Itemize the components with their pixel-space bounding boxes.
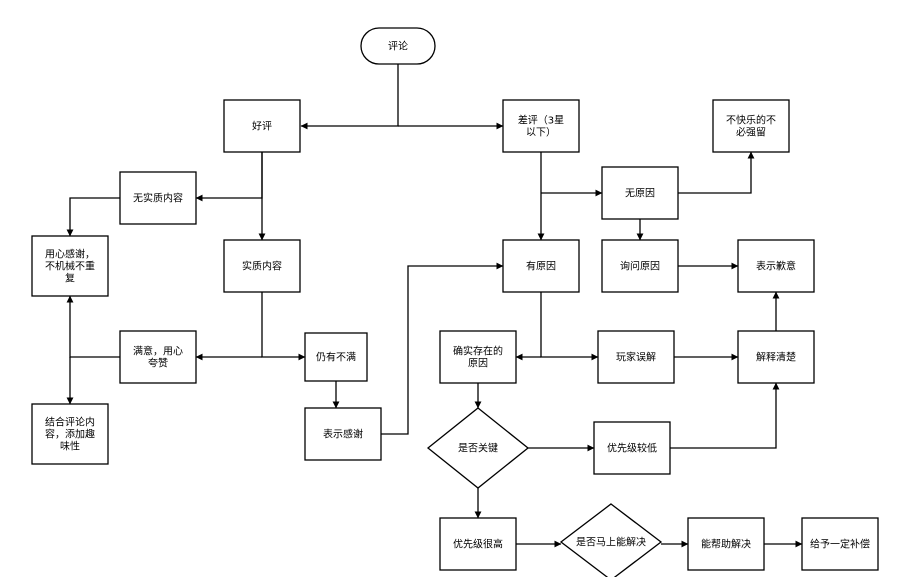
node-label: 无实质内容 [133,192,183,205]
node-label: 仍有不满 [316,351,356,364]
process-box [119,330,197,384]
process-box [737,330,815,384]
process-box [223,99,301,153]
process-box [119,171,197,225]
node-can-solve-now[interactable]: 是否马上能解决 [559,503,663,577]
node-label: 解释清楚 [756,351,796,364]
node-label: 实质内容 [242,260,282,273]
process-box [502,239,580,293]
edge-no-substance-to-thank [66,197,120,237]
process-box [223,239,301,293]
node-label: 确实存在的原因 [453,345,503,370]
node-label: 能帮助解决 [701,538,751,551]
node-label: 满意，用心夸赞 [133,345,183,370]
edge-comment-to-good [300,64,399,130]
edges-layer [66,64,803,548]
node-label: 是否关键 [458,442,498,455]
decision-diamond [426,407,530,489]
node-label: 优先级很高 [453,538,503,551]
node-label: 给予一定补偿 [810,538,870,551]
node-label: 表示感谢 [323,428,363,441]
node-ask-reason[interactable]: 询问原因 [601,239,679,293]
node-label: 好评 [252,121,272,133]
process-box [31,235,109,297]
process-box [31,403,109,465]
process-box [304,407,382,461]
node-combine[interactable]: 结合评论内容，添加趣味性 [31,403,109,465]
node-label: 玩家误解 [616,351,656,364]
node-comment[interactable]: 评论 [360,27,436,65]
node-is-key[interactable]: 是否关键 [426,407,530,489]
node-label: 询问原因 [620,260,660,273]
edge-substance-to-still-unhappy [261,292,306,361]
process-box [712,99,790,153]
node-express-thanks[interactable]: 表示感谢 [304,407,382,461]
node-real-reason[interactable]: 确实存在的原因 [439,330,517,384]
node-label: 评论 [388,40,408,53]
node-explain[interactable]: 解释清楚 [737,330,815,384]
edge-satisfied-to-thank [66,295,120,358]
edge-good-to-no-substance [195,152,263,202]
node-dont-keep[interactable]: 不快乐的不必强留 [712,99,790,153]
node-substance[interactable]: 实质内容 [223,239,301,293]
node-high-priority[interactable]: 优先级很高 [439,517,517,571]
node-bad[interactable]: 差评（3星以下） [502,99,580,153]
node-no-substance[interactable]: 无实质内容 [119,171,197,225]
node-label: 无原因 [625,188,655,200]
process-box [439,330,517,384]
node-label: 有原因 [526,260,556,273]
node-satisfied[interactable]: 满意，用心夸赞 [119,330,197,384]
edge-express-to-has-reason [381,262,504,435]
node-can-help[interactable]: 能帮助解决 [687,517,765,571]
node-still-unhappy[interactable]: 仍有不满 [304,332,368,382]
node-label: 不快乐的不必强留 [726,114,776,139]
node-label: 结合评论内容，添加趣味性 [45,416,95,453]
node-label: 差评（3星以下） [518,114,564,139]
terminator-shape [360,27,436,65]
node-has-reason[interactable]: 有原因 [502,239,580,293]
edge-has-reason-to-misunderstand [540,292,599,361]
process-box [601,239,679,293]
node-no-reason[interactable]: 无原因 [601,166,679,220]
process-box [593,421,671,475]
process-box [597,330,675,384]
node-misunderstand[interactable]: 玩家误解 [597,330,675,384]
process-box [801,517,879,571]
node-label: 用心感谢，不机械不重复 [45,248,95,285]
node-good[interactable]: 好评 [223,99,301,153]
node-thank-sincere[interactable]: 用心感谢，不机械不重复 [31,235,109,297]
edge-low-to-explain [670,382,780,449]
edge-no-reason-to-dont-keep [678,151,755,194]
process-box [601,166,679,220]
node-label: 表示歉意 [756,260,796,273]
process-box [502,99,580,153]
process-box [737,239,815,293]
node-low-priority[interactable]: 优先级较低 [593,421,671,475]
process-box [304,332,368,382]
node-apology[interactable]: 表示歉意 [737,239,815,293]
process-box [687,517,765,571]
node-label: 是否马上能解决 [576,536,646,549]
decision-diamond [559,503,663,577]
node-compensate[interactable]: 给予一定补偿 [801,517,879,571]
process-box [439,517,517,571]
node-label: 优先级较低 [607,442,657,455]
